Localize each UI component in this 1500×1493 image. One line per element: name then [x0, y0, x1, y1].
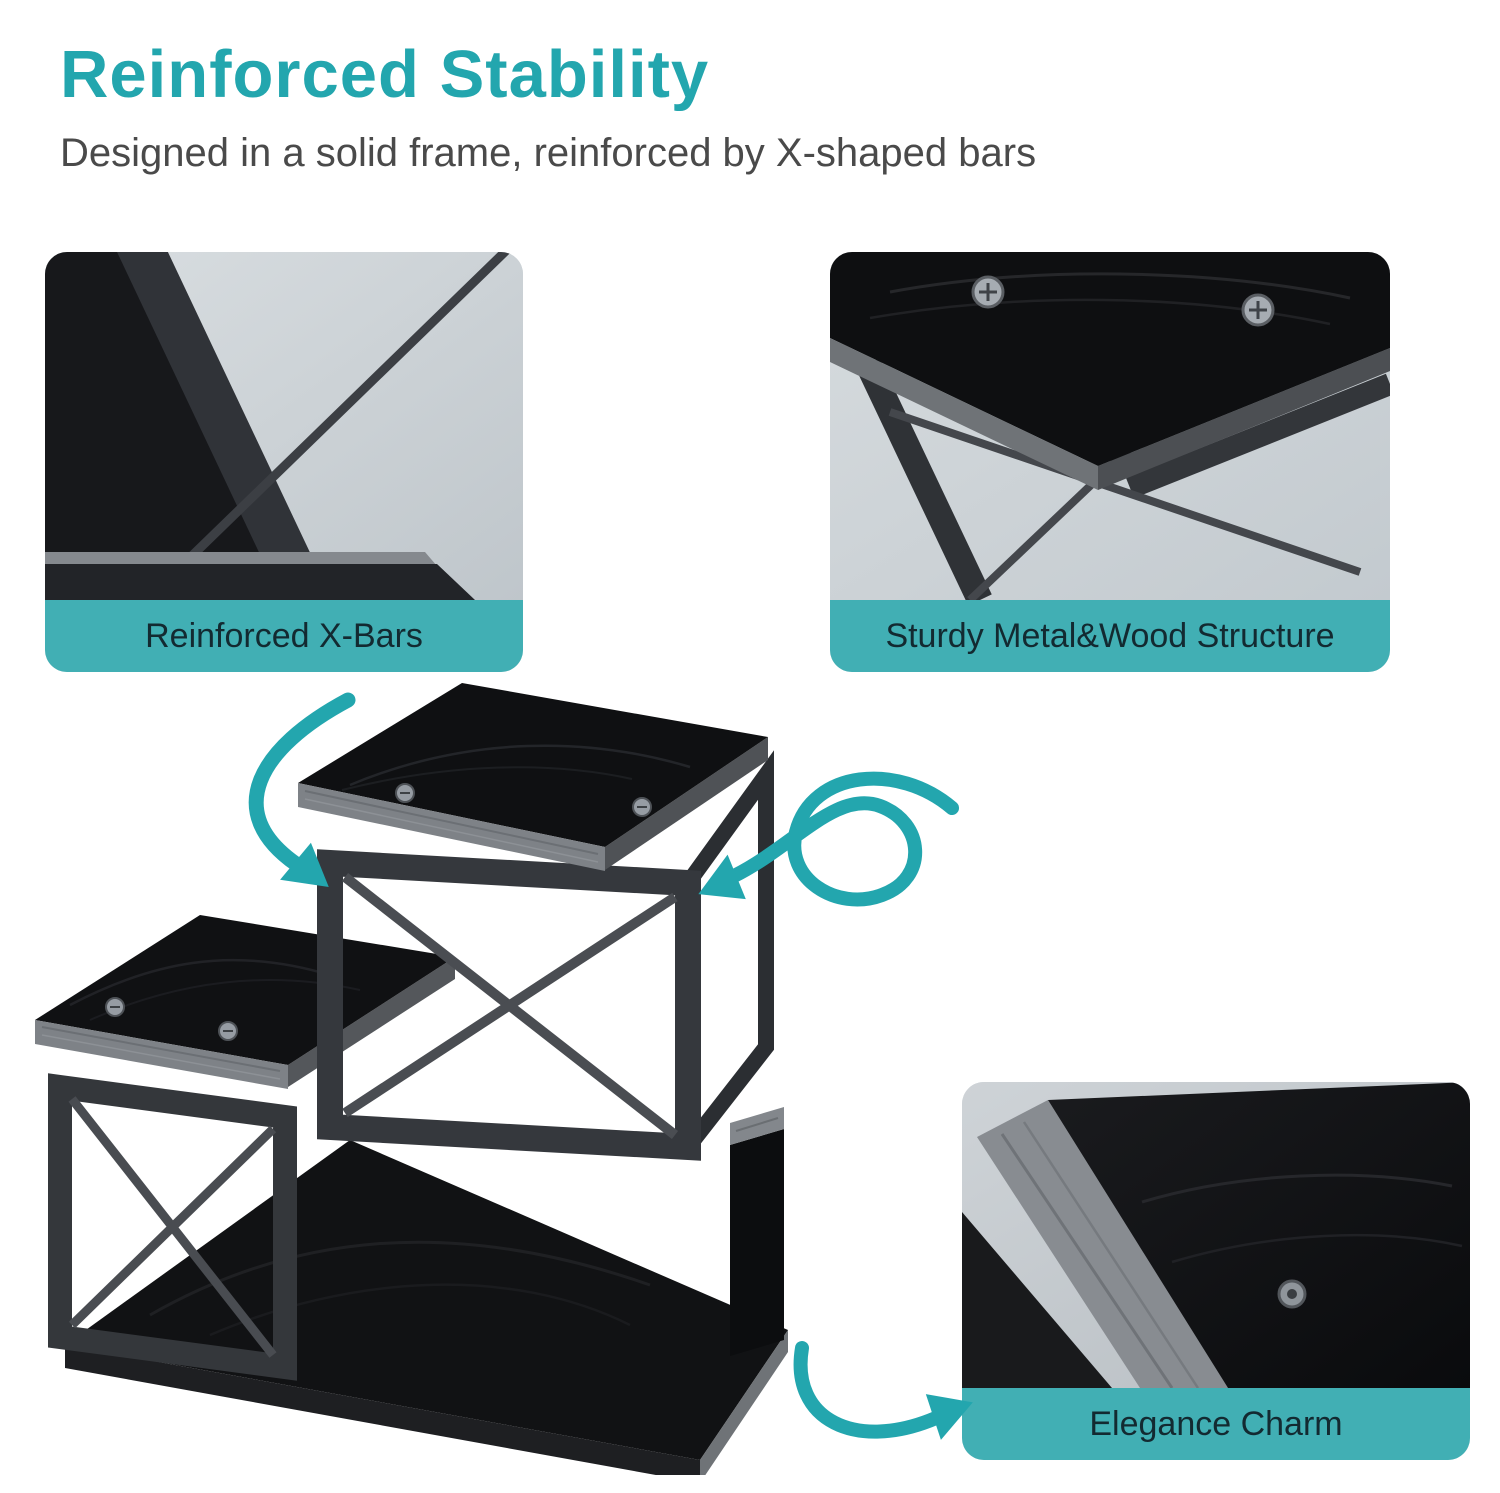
wood-plank-edge — [45, 552, 475, 600]
structure-closeup-photo — [830, 252, 1390, 600]
feature-card-elegance: Elegance Charm — [962, 1082, 1470, 1460]
page-title: Reinforced Stability — [60, 37, 710, 112]
feature-card-structure: Sturdy Metal&Wood Structure — [830, 252, 1390, 672]
elegance-closeup-illustration — [962, 1082, 1470, 1388]
lower-shelf-top — [35, 915, 455, 1089]
base-board — [65, 1140, 788, 1483]
lower-shelf-frame — [47, 1073, 297, 1381]
caption-label-structure: Sturdy Metal&Wood Structure — [885, 616, 1335, 655]
x-bars-closeup-illustration — [45, 252, 523, 600]
elegance-closeup-photo — [962, 1082, 1470, 1388]
back-board — [730, 1107, 784, 1356]
caption-band-structure: Sturdy Metal&Wood Structure — [830, 600, 1390, 672]
x-bars-closeup-photo — [45, 252, 523, 600]
black-panel — [1048, 1082, 1470, 1388]
feature-card-x-bars: Reinforced X-Bars — [45, 252, 523, 672]
caption-label-elegance: Elegance Charm — [1089, 1404, 1343, 1443]
product-photo-plant-stand — [30, 675, 800, 1483]
caption-band-elegance: Elegance Charm — [962, 1388, 1470, 1460]
caption-label-x-bars: Reinforced X-Bars — [145, 616, 423, 655]
header-section: Reinforced Stability Designed in a solid… — [60, 38, 1440, 178]
frame-corner — [45, 252, 512, 600]
gray-edge-banding — [977, 1100, 1228, 1388]
upper-shelf-top — [298, 683, 768, 871]
screw-icons — [971, 275, 1275, 327]
plant-stand-illustration — [35, 683, 788, 1483]
caption-band-x-bars: Reinforced X-Bars — [45, 600, 523, 672]
page-subtitle: Designed in a solid frame, reinforced by… — [60, 130, 1037, 175]
curved-arrow-bottom-icon — [793, 1341, 973, 1440]
screw-icons-lower — [105, 997, 238, 1041]
structure-closeup-illustration — [830, 252, 1390, 600]
shadow-area — [962, 1212, 1112, 1388]
screw-icons-upper — [395, 783, 652, 817]
